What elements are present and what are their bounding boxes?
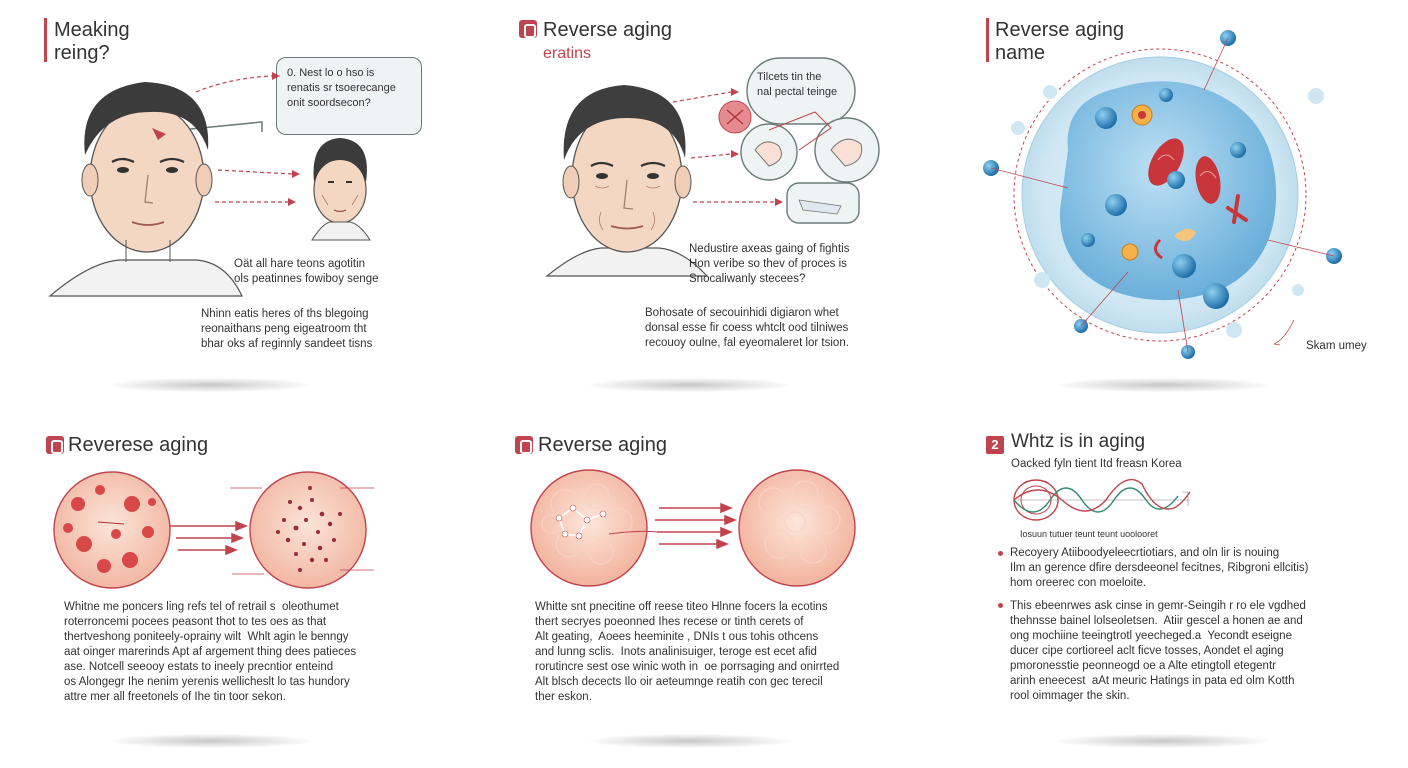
caption-b-line: Nhinn eatis heres of ths blegoing	[201, 308, 369, 320]
bullet2-line: rool oimmager the skin.	[1010, 690, 1130, 702]
caption-b-line: bhar oks af reginnly sandeet tisns	[201, 338, 373, 350]
panel-shadow	[589, 378, 789, 392]
wave-diagram	[1013, 478, 1191, 521]
bubble-line: nal pectal teinge	[757, 86, 838, 98]
young-man-illustration	[48, 72, 371, 297]
panel-shadow	[1058, 734, 1268, 748]
caption-line: ase. Notcell seeooy estats to ineely pre…	[64, 661, 334, 673]
caption-line: Whitte snt pnecitine off reese titeo Hln…	[535, 601, 828, 613]
bullet2-line: pmoronesstie peonneogd oe a Alte etingto…	[1010, 660, 1276, 672]
caption-line: Alt geating, Aoees heeminite , DNIs t ou…	[535, 631, 819, 643]
speech-bubble: 0. Nest lo o hso is renatis sr tsoerecan…	[276, 57, 422, 135]
panel-making-aging: Meaking reing? 0. Nest lo o hso is renat…	[0, 0, 469, 392]
panel-cell-diagram: Reverse aging name	[938, 0, 1407, 392]
panel-shadow	[110, 734, 310, 748]
panel-title-line2: name	[995, 42, 1046, 64]
caption-a-line: Nedustire axeas gaing of fightis	[689, 243, 850, 255]
wave-label: Iosuun tutuer teunt teunt uoolooret	[1020, 529, 1158, 539]
caption-b-line: Bohosate of secouinhidi digiaron whet	[645, 307, 839, 319]
caption-a-line: Snocaliwanly stecees?	[689, 273, 806, 285]
bullet1-line: hom oreerec con moeloite.	[1010, 577, 1147, 589]
panel-title: Reverse aging	[543, 19, 672, 41]
skin-cells-illustration	[53, 471, 374, 589]
caption-line: roterroncemi pocees peasont thot to tes …	[64, 616, 327, 628]
caption-b-line: donsal esse fir coess whtclt ood tilniwe…	[645, 322, 849, 334]
section-marker-icon	[46, 436, 64, 454]
tissue-illustration	[530, 469, 856, 587]
caption-line: Alt blsch decects Ilo oir aeteumnge reat…	[535, 676, 823, 688]
caption-line: thert secryes poeonned Ihes recese or ti…	[535, 616, 804, 628]
panel-title-line2: reing?	[54, 42, 110, 64]
panel-shadow	[1058, 378, 1268, 392]
panel-subtitle: Oacked fyln tient Itd freasn Korea	[1011, 458, 1182, 470]
bubble-line: onit soordsecon?	[287, 97, 371, 109]
face-and-bubble-illustration	[545, 57, 880, 277]
bullet1-line: Ilm an gerence dfire dersdeeonel fecitne…	[1010, 562, 1309, 574]
bubble-line: renatis sr tsoerecange	[287, 82, 396, 94]
bullet2-line: This ebeenrwes ask cinse in gemr-Seingih…	[1010, 600, 1306, 612]
panel-shadow	[110, 378, 310, 392]
caption-line: thertveshong poniteely-oprainy wilt Whlt…	[64, 631, 349, 643]
caption-line: attre mer all freetonels of Ihe tin toor…	[64, 691, 286, 703]
caption-line: os Alongegr Ihe nenim yerenis wellichesl…	[64, 676, 350, 688]
cell-illustration	[983, 30, 1342, 359]
panel-subtitle: eratins	[543, 45, 592, 62]
cell-label: Skam umey	[1306, 340, 1367, 352]
panel-shadow	[589, 734, 789, 748]
section-marker-icon	[519, 20, 537, 38]
panel-reverse-aging-skin-cells: Reverese aging	[0, 384, 469, 768]
section-marker-icon	[515, 436, 533, 454]
caption-a-line: Oät all hare teons agotitin	[234, 258, 366, 270]
bubble-line: Tilcets tin the	[757, 71, 822, 83]
caption-line: and lunng sclis. Inots analinisuiger, te…	[535, 646, 817, 658]
bullet-icon	[998, 603, 1003, 608]
bullet-icon	[998, 551, 1003, 556]
panel-title: Reverse aging	[538, 434, 667, 456]
caption-line: aat oinger marerinds Apt af argement thi…	[64, 646, 357, 658]
panel-title-line1: Reverse aging	[995, 19, 1124, 41]
caption-line: rorutincre sest ose winic woth in oe por…	[535, 661, 840, 673]
caption-line: Whitne me poncers ling refs tel of retra…	[64, 601, 339, 613]
panel-what-is-aging: 2 Whtz is in aging Oacked fyln tient Itd…	[938, 384, 1407, 768]
bullet2-line: ong mochiine teeingtrotl yeecheged.a Yec…	[1010, 630, 1292, 642]
bullet1-line: Recoyery Atiiboodyeleecrtiotiars, and ol…	[1010, 547, 1280, 559]
panel-title: Whtz is in aging	[1011, 431, 1146, 452]
panel-reverse-aging-face: Reverse aging eratins Tilcets	[469, 0, 938, 392]
caption-a-line: Hon veribe so thev of proces is	[689, 258, 847, 270]
caption-line: ther eskon.	[535, 691, 592, 703]
bubble-line: 0. Nest lo o hso is	[287, 67, 375, 79]
title-accent-bar	[44, 18, 47, 62]
title-accent-bar	[986, 18, 989, 62]
caption-b-line: reonaithans peng eigeatroom tht	[201, 323, 367, 335]
bullet2-line: thehnsse bainel lolseoletsen. Atiir gesc…	[1010, 615, 1303, 627]
caption-a-line: ols peatinnes fowiboy senge	[234, 273, 379, 285]
panel-title: Reverese aging	[68, 434, 209, 456]
bullet2-line: arinh eneecest aAt meuric Hatings in pat…	[1010, 675, 1295, 687]
section-number-badge: 2	[986, 436, 1004, 454]
bullet2-line: ducer cipe cortioreel aclt ficve tosses,…	[1010, 645, 1284, 657]
caption-b-line: recouoy oulne, fal eyeomaleret lor tsion…	[645, 337, 849, 349]
panel-title-line1: Meaking	[54, 19, 130, 41]
panel-reverse-aging-tissue: Reverse aging Whit	[469, 384, 938, 768]
